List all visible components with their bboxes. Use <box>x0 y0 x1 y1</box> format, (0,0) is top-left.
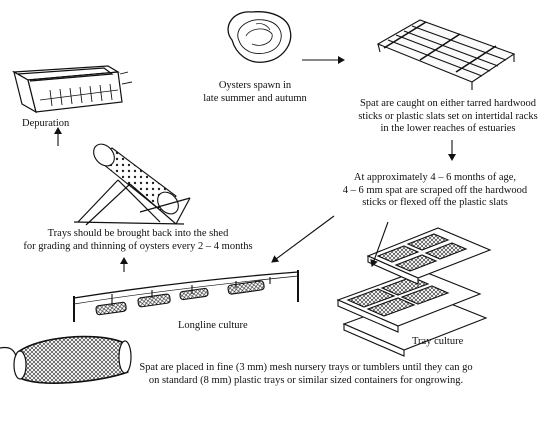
arrow-scrape-to-longline <box>271 215 335 263</box>
nursery-line-1: Spat are placed in fine (3 mm) mesh nurs… <box>139 362 473 373</box>
catch-label: Spat are caught on either tarred hardwoo… <box>352 98 544 136</box>
nursery-label: Spat are placed in fine (3 mm) mesh nurs… <box>96 362 516 387</box>
spawn-line-1: Oysters spawn in <box>218 80 292 91</box>
nursery-line-2: on standard (8 mm) plastic trays or simi… <box>148 374 464 386</box>
scrape-line-1: At approximately 4 – 6 months of age, <box>353 172 517 183</box>
spawn-label: Oysters spawn in late summer and autumn <box>200 80 310 105</box>
oyster-illustration <box>227 11 292 63</box>
catch-line-1: Spat are caught on either tarred hardwoo… <box>359 98 537 109</box>
tray-culture-label: Tray culture <box>412 336 464 347</box>
arrow-scrape-to-tray <box>370 221 389 267</box>
spawn-line-2: late summer and autumn <box>203 92 307 104</box>
scrape-label: At approximately 4 – 6 months of age, 4 … <box>340 172 530 210</box>
scrape-line-2: 4 – 6 mm spat are scraped off the hardwo… <box>342 184 528 196</box>
slat-rack-illustration <box>376 19 516 90</box>
depuration-tank-illustration <box>11 65 133 114</box>
grading-line-1: Trays should be brought back into the sh… <box>47 228 229 239</box>
grading-label: Trays should be brought back into the sh… <box>18 228 258 253</box>
catch-line-2: sticks or plastic slats set on intertida… <box>358 110 538 122</box>
scrape-line-3: sticks or flexed off the plastic slats <box>362 197 508 208</box>
depuration-label: Depuration <box>22 118 70 129</box>
flow-arrows <box>54 56 456 272</box>
grading-line-2: for grading and thinning of oysters ever… <box>23 240 253 252</box>
longline-illustration <box>73 270 299 322</box>
mesh-bag-illustration <box>0 335 132 384</box>
tumbler-illustration <box>73 143 191 226</box>
tray-culture-illustration <box>336 227 492 357</box>
catch-line-3: in the lower reaches of estuaries <box>380 123 516 134</box>
longline-culture-label: Longline culture <box>178 320 248 331</box>
